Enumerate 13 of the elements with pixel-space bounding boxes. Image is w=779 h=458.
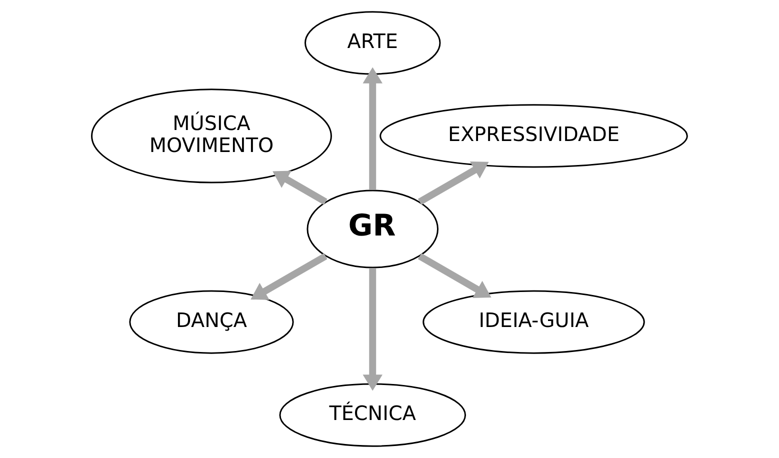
- node-ellipse: IDEIA-GUIA: [422, 290, 645, 354]
- arrow: [418, 161, 489, 205]
- arrow: [418, 253, 492, 298]
- node-ellipse: MÚSICA MOVIMENTO: [91, 88, 332, 184]
- arrow: [250, 253, 328, 300]
- node-ellipse: EXPRESSIVIDADE: [380, 104, 688, 168]
- node-ellipse: GR: [306, 190, 438, 268]
- arrow: [362, 268, 382, 391]
- arrow: [272, 170, 328, 205]
- node-ellipse: ARTE: [304, 11, 441, 75]
- node-ellipse: DANÇA: [129, 290, 294, 354]
- node-ellipse: TÉCNICA: [279, 383, 466, 447]
- arrow: [362, 67, 382, 190]
